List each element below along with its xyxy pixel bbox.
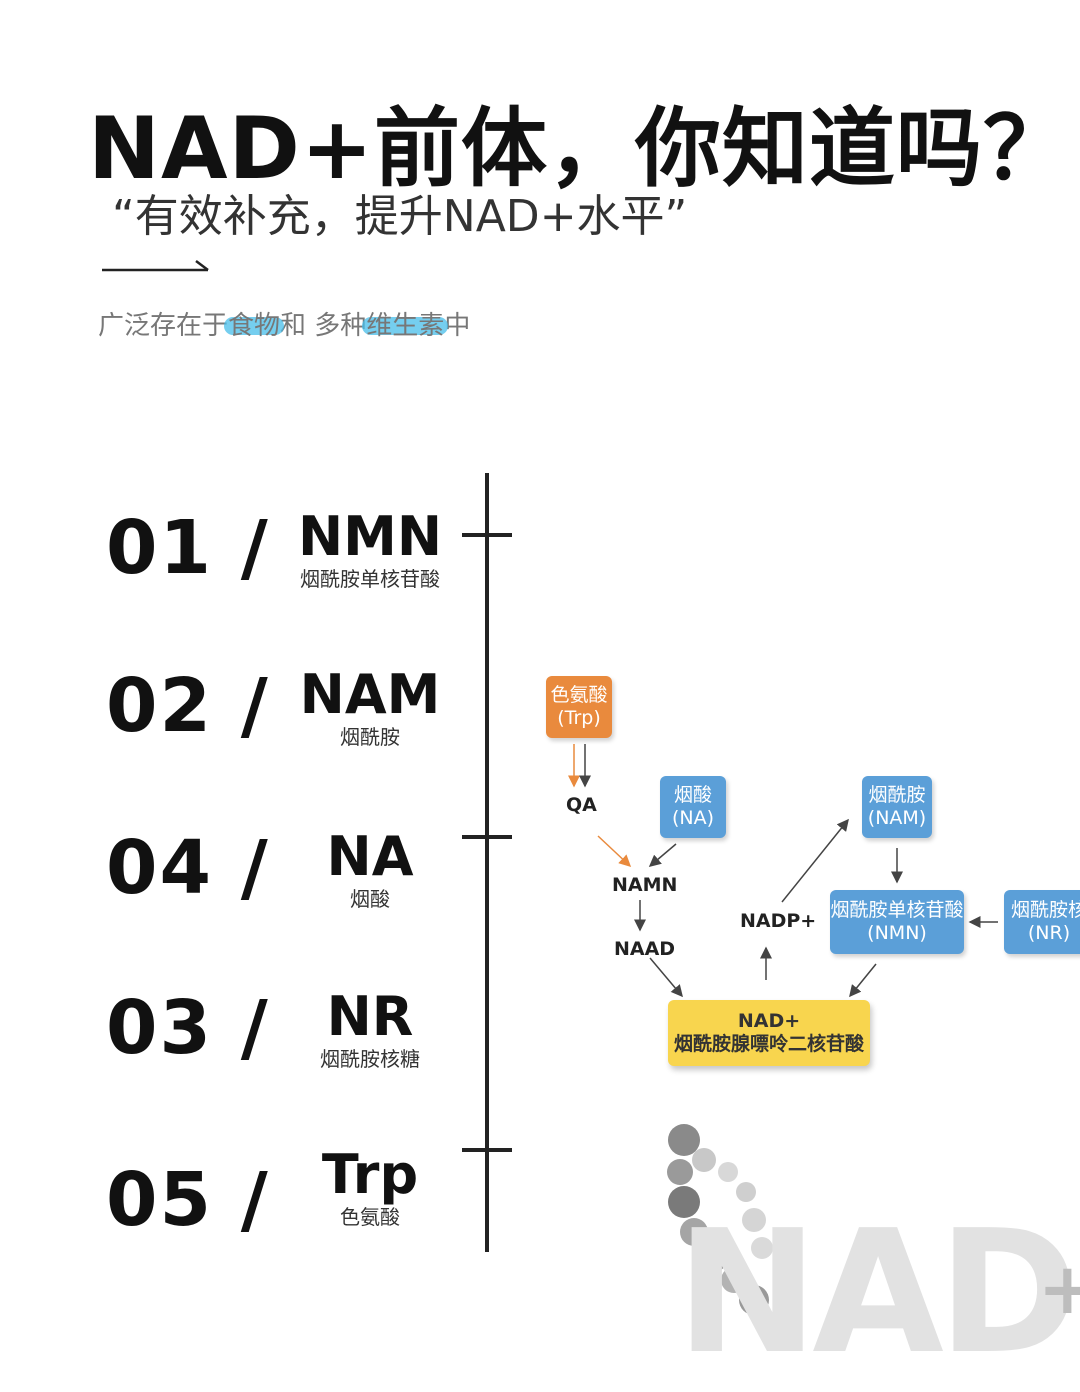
node-nad: NAD+ 烟酰胺腺嘌呤二核苷酸 bbox=[668, 1000, 870, 1066]
item-number: 05 / bbox=[106, 1157, 270, 1243]
tagline: 广泛存在于食物和 多种维生素中 bbox=[98, 305, 470, 342]
item-abbr: NMN bbox=[297, 505, 443, 568]
node-na: 烟酸 (NA) bbox=[660, 776, 726, 838]
item-abbr: NR bbox=[326, 985, 414, 1048]
node-qa: QA bbox=[566, 794, 597, 816]
node-abbr: (NA) bbox=[671, 807, 715, 829]
node-cn: 烟酸 bbox=[673, 784, 712, 806]
node-abbr: (Trp) bbox=[557, 707, 601, 729]
node-nmn: 烟酰胺单核苷酸 (NMN) bbox=[830, 890, 964, 954]
item-number: 02 / bbox=[106, 663, 270, 749]
item-number: 03 / bbox=[106, 985, 270, 1071]
page-title: NAD+前体，你知道吗？ bbox=[88, 99, 1070, 199]
node-cn: 烟酰胺核 bbox=[1010, 899, 1080, 921]
item-abbr: Trp bbox=[321, 1143, 419, 1206]
item-abbr: NAM bbox=[299, 663, 441, 726]
node-nam: 烟酰胺 (NAM) bbox=[862, 776, 932, 838]
pathway-arrows bbox=[568, 744, 998, 998]
item-chinese-name: 烟酰胺单核苷酸 bbox=[300, 567, 440, 591]
arrow-right-icon bbox=[102, 260, 209, 272]
item-abbr: NA bbox=[326, 825, 414, 888]
node-nadp: NADP+ bbox=[740, 910, 817, 932]
highlight-vitamins: 维生素 bbox=[362, 305, 449, 342]
item-chinese-name: 色氨酸 bbox=[340, 1205, 400, 1229]
node-abbr: (NMN) bbox=[867, 922, 927, 944]
precursor-item-na: 04 / NA 烟酸 bbox=[0, 825, 470, 935]
nad-watermark: NAD bbox=[676, 1194, 1079, 1392]
node-abbr: (NAM) bbox=[867, 807, 927, 829]
node-abbr: (NR) bbox=[1027, 922, 1071, 944]
node-cn: 烟酰胺单核苷酸 bbox=[830, 899, 964, 921]
molecule-chain-decoration bbox=[667, 1124, 773, 1315]
tagline-text: 中 bbox=[444, 311, 471, 341]
node-namn: NAMN bbox=[612, 874, 678, 896]
item-number: 04 / bbox=[106, 825, 270, 911]
tagline-text: 和 多种 bbox=[280, 311, 367, 341]
highlight-food: 食物 bbox=[224, 305, 285, 342]
item-chinese-name: 烟酰胺核糖 bbox=[320, 1047, 420, 1071]
precursor-item-nr: 03 / NR 烟酰胺核糖 bbox=[0, 985, 470, 1095]
item-number: 01 / bbox=[106, 505, 270, 591]
item-chinese-name: 烟酸 bbox=[350, 887, 390, 911]
nad-watermark-plus: + bbox=[1038, 1248, 1080, 1330]
subtitle: “有效补充，提升NAD+水平” bbox=[112, 191, 688, 242]
precursor-item-nam: 02 / NAM 烟酰胺 bbox=[0, 663, 470, 773]
timeline-axis bbox=[462, 473, 512, 1252]
precursor-item-nmn: 01 / NMN 烟酰胺单核苷酸 bbox=[0, 505, 470, 615]
node-cn: 色氨酸 bbox=[550, 684, 608, 706]
node-nr: 烟酰胺核 (NR) bbox=[1004, 890, 1080, 954]
tagline-text: 广泛存在于 bbox=[98, 311, 229, 341]
precursor-item-trp: 05 / Trp 色氨酸 bbox=[0, 1143, 470, 1253]
node-naad: NAAD bbox=[614, 938, 676, 960]
item-chinese-name: 烟酰胺 bbox=[340, 725, 400, 749]
node-tryptophan: 色氨酸 (Trp) bbox=[546, 676, 612, 738]
node-cn: 烟酰胺 bbox=[868, 784, 926, 806]
node-cn: 烟酰胺腺嘌呤二核苷酸 bbox=[673, 1033, 864, 1055]
node-abbr: NAD+ bbox=[737, 1010, 801, 1032]
nad-pathway-diagram: 色氨酸 (Trp) QA 烟酸 (NA) NAMN NAAD NADP+ 烟酰胺… bbox=[540, 660, 1080, 1080]
